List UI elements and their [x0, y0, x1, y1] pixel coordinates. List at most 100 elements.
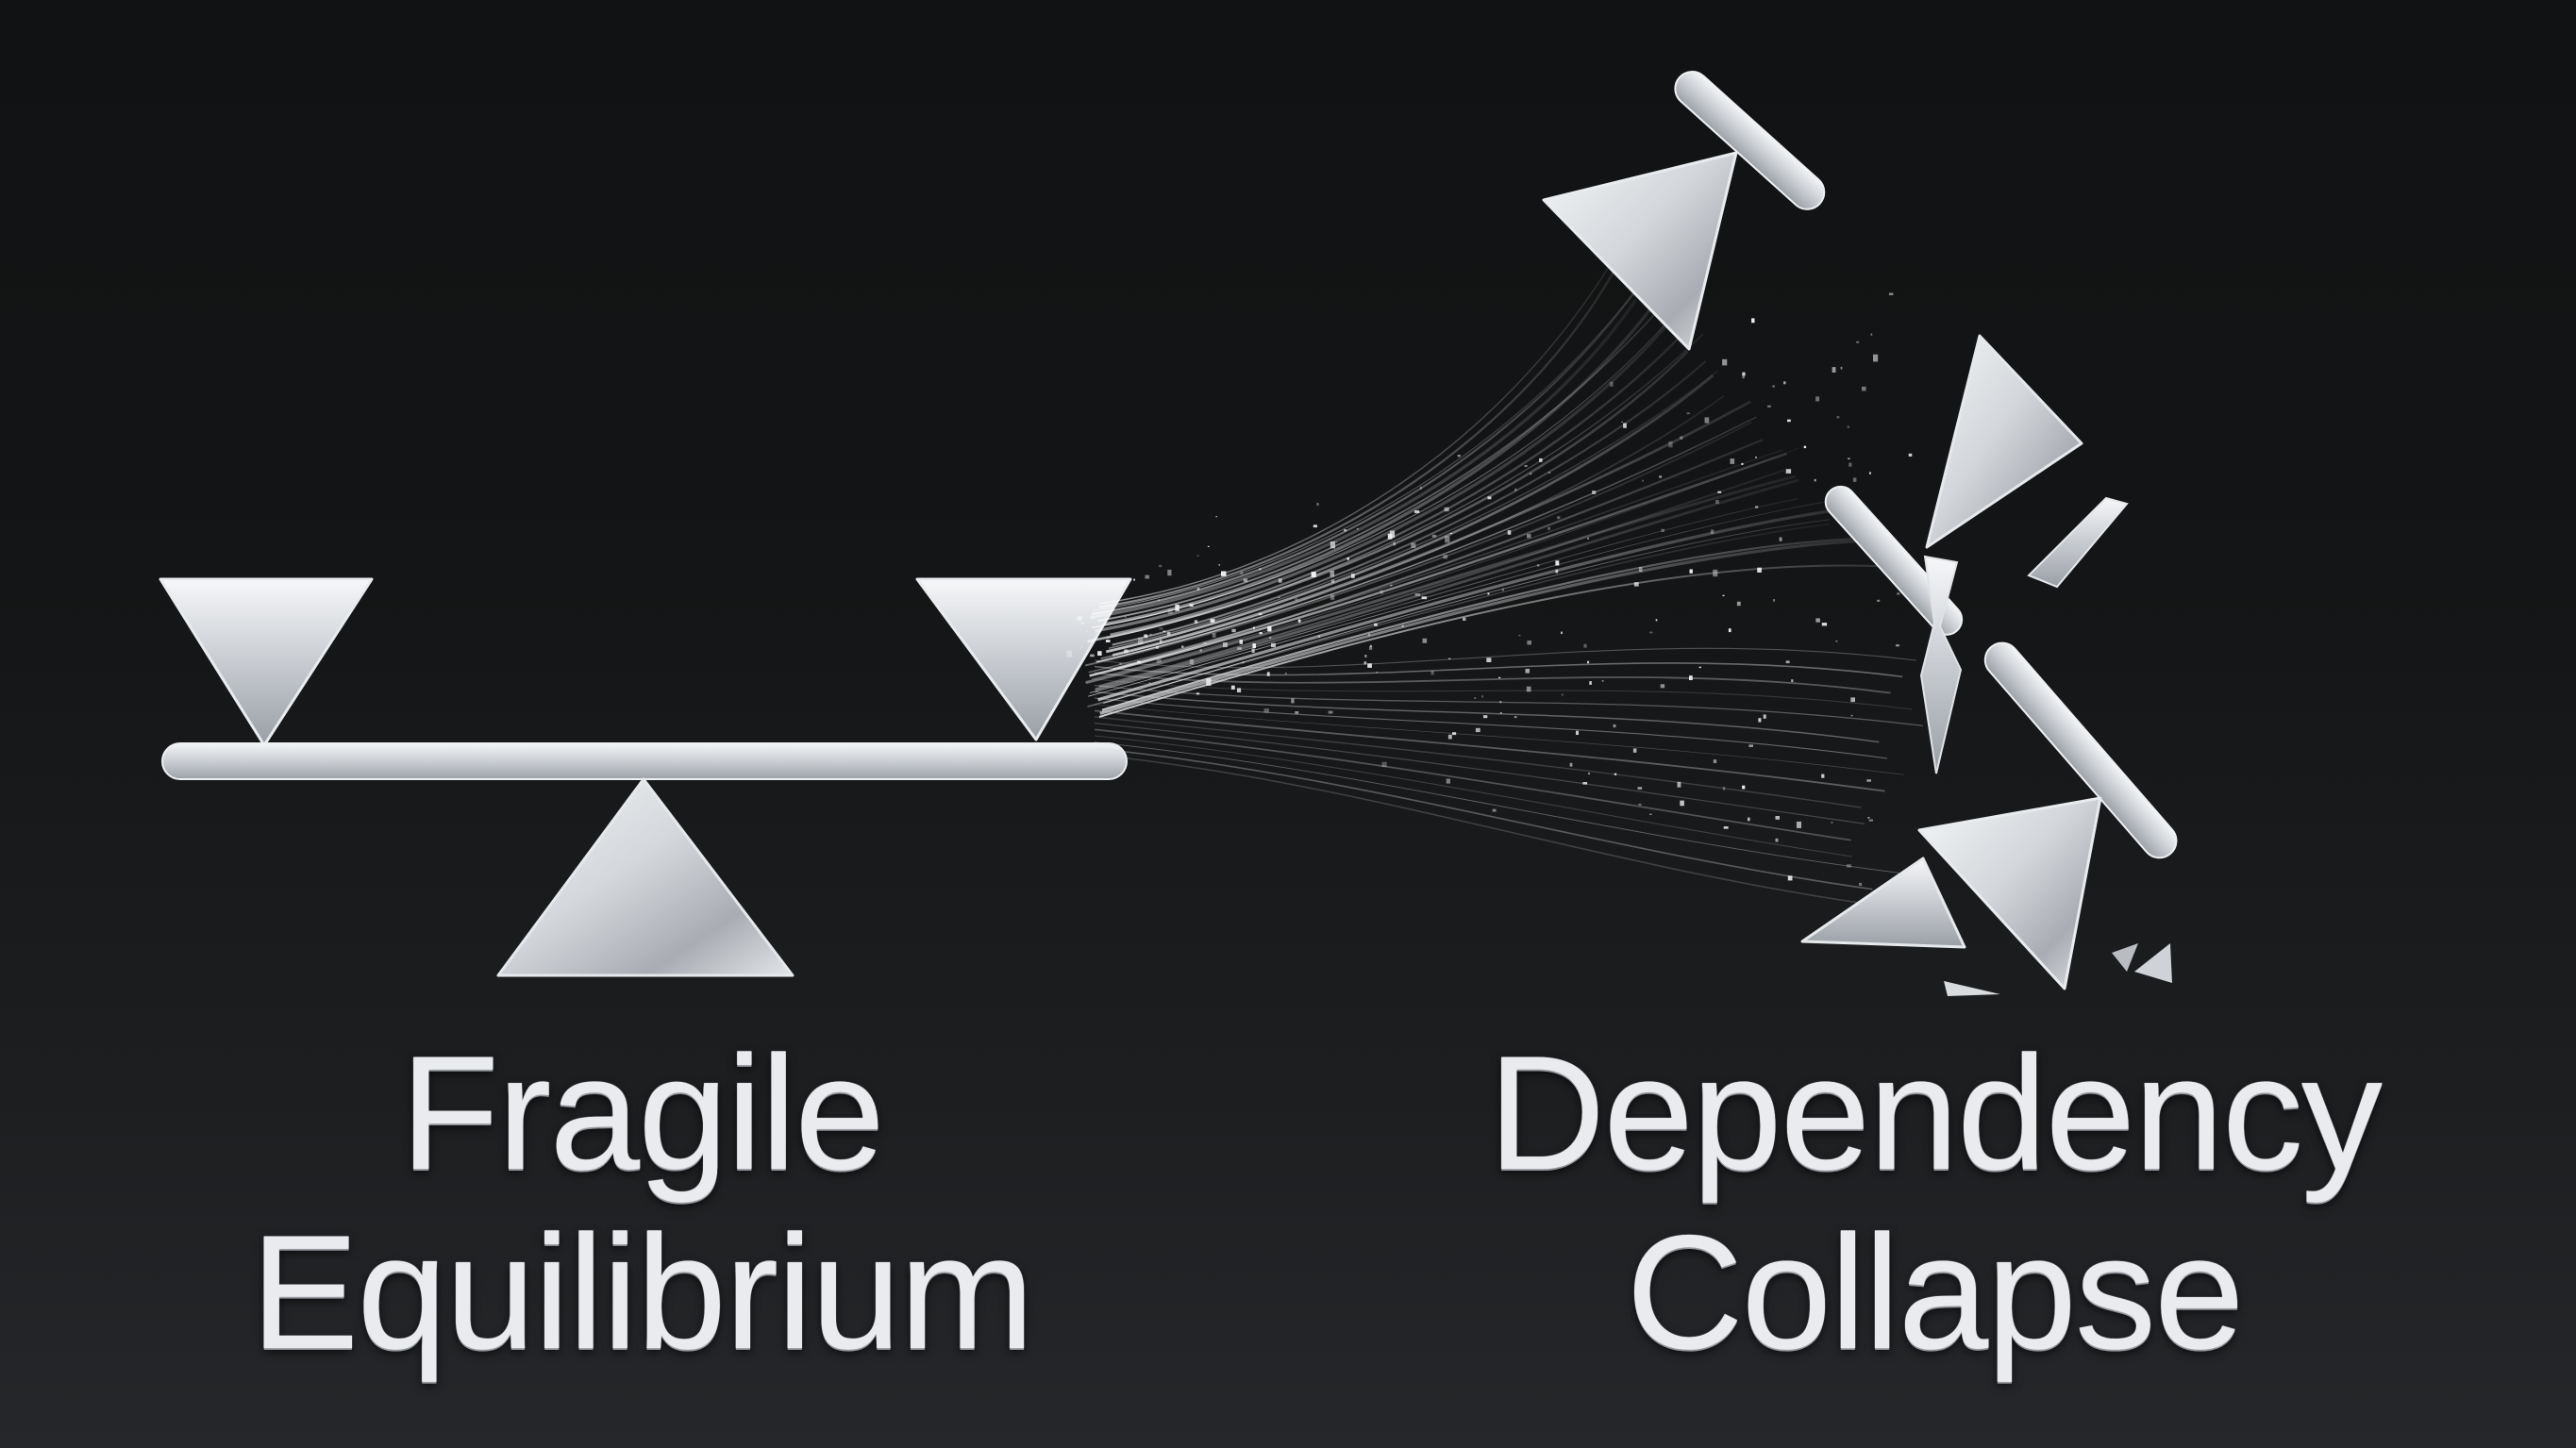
debris-particle: [1369, 645, 1373, 650]
debris-particle: [1821, 774, 1825, 778]
debris-particle: [1633, 582, 1639, 587]
debris-particle: [1196, 588, 1200, 591]
debris-particle: [1877, 599, 1881, 602]
debris-particle: [1313, 524, 1317, 528]
debris-particle: [1592, 491, 1597, 494]
debris-particle: [1621, 421, 1623, 423]
debris-particle: [1775, 838, 1779, 842]
debris-particle: [1330, 571, 1335, 577]
debris-particle: [1148, 682, 1151, 684]
debris-particle: [1785, 469, 1792, 474]
debris-particle: [1133, 578, 1135, 581]
motion-streak: [1103, 296, 1661, 626]
debris-particle: [1080, 583, 1085, 587]
debris-particle: [1443, 555, 1448, 559]
debris-particle: [1848, 462, 1852, 467]
debris-particle: [1710, 529, 1715, 534]
debris-particle: [1870, 333, 1873, 336]
debris-particle: [1499, 712, 1502, 714]
debris-particle: [1847, 864, 1851, 868]
debris-particle: [1218, 564, 1221, 566]
debris-particle: [1547, 526, 1550, 530]
debris-particle: [1601, 680, 1604, 682]
debris-particle: [1686, 412, 1690, 415]
motion-streak: [1094, 723, 1865, 824]
debris-particle: [1175, 604, 1179, 611]
debris-particle: [1259, 632, 1263, 635]
debris-particle: [1240, 571, 1244, 575]
motion-streak: [1099, 269, 1616, 608]
debris-particle: [1661, 528, 1664, 533]
debris-particle: [1763, 714, 1766, 719]
caption-right-line1: Dependency: [1488, 1023, 2383, 1204]
right-weight-triangle: [915, 577, 1132, 741]
debris-particle: [1642, 479, 1644, 482]
motion-streak: [1090, 299, 1637, 620]
debris-particle: [1869, 472, 1871, 474]
debris-particle: [1831, 822, 1833, 824]
motion-streak: [1098, 239, 1627, 605]
debris-particle: [1237, 688, 1242, 692]
caption-right-line2: Collapse: [1626, 1202, 2244, 1383]
debris-particle: [1419, 486, 1422, 490]
motion-streak: [1088, 449, 1783, 674]
debris-particle: [1167, 608, 1173, 614]
debris-particle: [1507, 530, 1512, 535]
debris-particle: [1888, 292, 1894, 295]
debris-particle: [1414, 510, 1420, 513]
debris-particle: [1259, 568, 1262, 571]
motion-streak: [1110, 326, 1690, 636]
motion-streak: [1097, 508, 1841, 702]
broken-beam-fragment: [1824, 485, 1964, 636]
debris-particle: [1206, 678, 1212, 686]
debris-particle: [1722, 358, 1728, 366]
debris-particle: [1852, 477, 1857, 482]
debris-particle: [1757, 567, 1762, 573]
debris-particle: [1389, 530, 1396, 539]
debris-particle: [1414, 593, 1421, 596]
debris-particle: [1730, 458, 1735, 464]
debris-particle: [1728, 628, 1731, 633]
debris-particle: [1145, 574, 1149, 579]
debris-particle: [1748, 744, 1753, 747]
debris-particle: [1444, 507, 1449, 512]
debris-particle: [1655, 619, 1658, 622]
debris-particle: [1589, 681, 1592, 685]
debris-particle: [1367, 663, 1372, 668]
debris-particle: [1783, 381, 1786, 385]
debris-particle: [1263, 708, 1269, 713]
debris-particle: [1897, 592, 1900, 595]
shard-tiny-3: [2112, 943, 2138, 972]
debris-particle: [1713, 569, 1718, 577]
debris-particle: [1149, 633, 1152, 636]
debris-particle: [1215, 516, 1217, 518]
shard-crack: [1919, 555, 1963, 774]
debris-particle: [1713, 759, 1717, 763]
debris-particle: [1547, 472, 1551, 474]
debris-particle: [1557, 516, 1561, 520]
debris-particle: [1680, 800, 1684, 807]
debris-particle: [1698, 666, 1701, 669]
debris-particle: [1363, 661, 1367, 665]
debris-particle: [1090, 654, 1095, 657]
debris-particle: [1514, 488, 1517, 491]
debris-particle: [1614, 773, 1617, 775]
caption-left-line1: Fragile: [400, 1023, 885, 1204]
debris-particle: [1421, 596, 1428, 600]
debris-particle: [1847, 425, 1849, 428]
debris-particle: [1297, 619, 1301, 623]
motion-streak: [1089, 498, 1798, 694]
debris-particle: [1638, 804, 1642, 806]
debris-particle: [1582, 782, 1588, 785]
debris-particle: [1722, 594, 1725, 597]
balance-beam: [161, 742, 1128, 780]
motion-streak: [1099, 540, 1859, 715]
motion-streak: [1098, 469, 1785, 688]
debris-particle: [1390, 584, 1393, 587]
debris-particle: [1492, 808, 1497, 812]
motion-streak: [1094, 709, 1885, 792]
debris-particle: [1278, 597, 1280, 598]
debris-particle: [1189, 658, 1195, 665]
debris-particle: [1785, 660, 1790, 664]
debris-particle: [1138, 637, 1144, 645]
